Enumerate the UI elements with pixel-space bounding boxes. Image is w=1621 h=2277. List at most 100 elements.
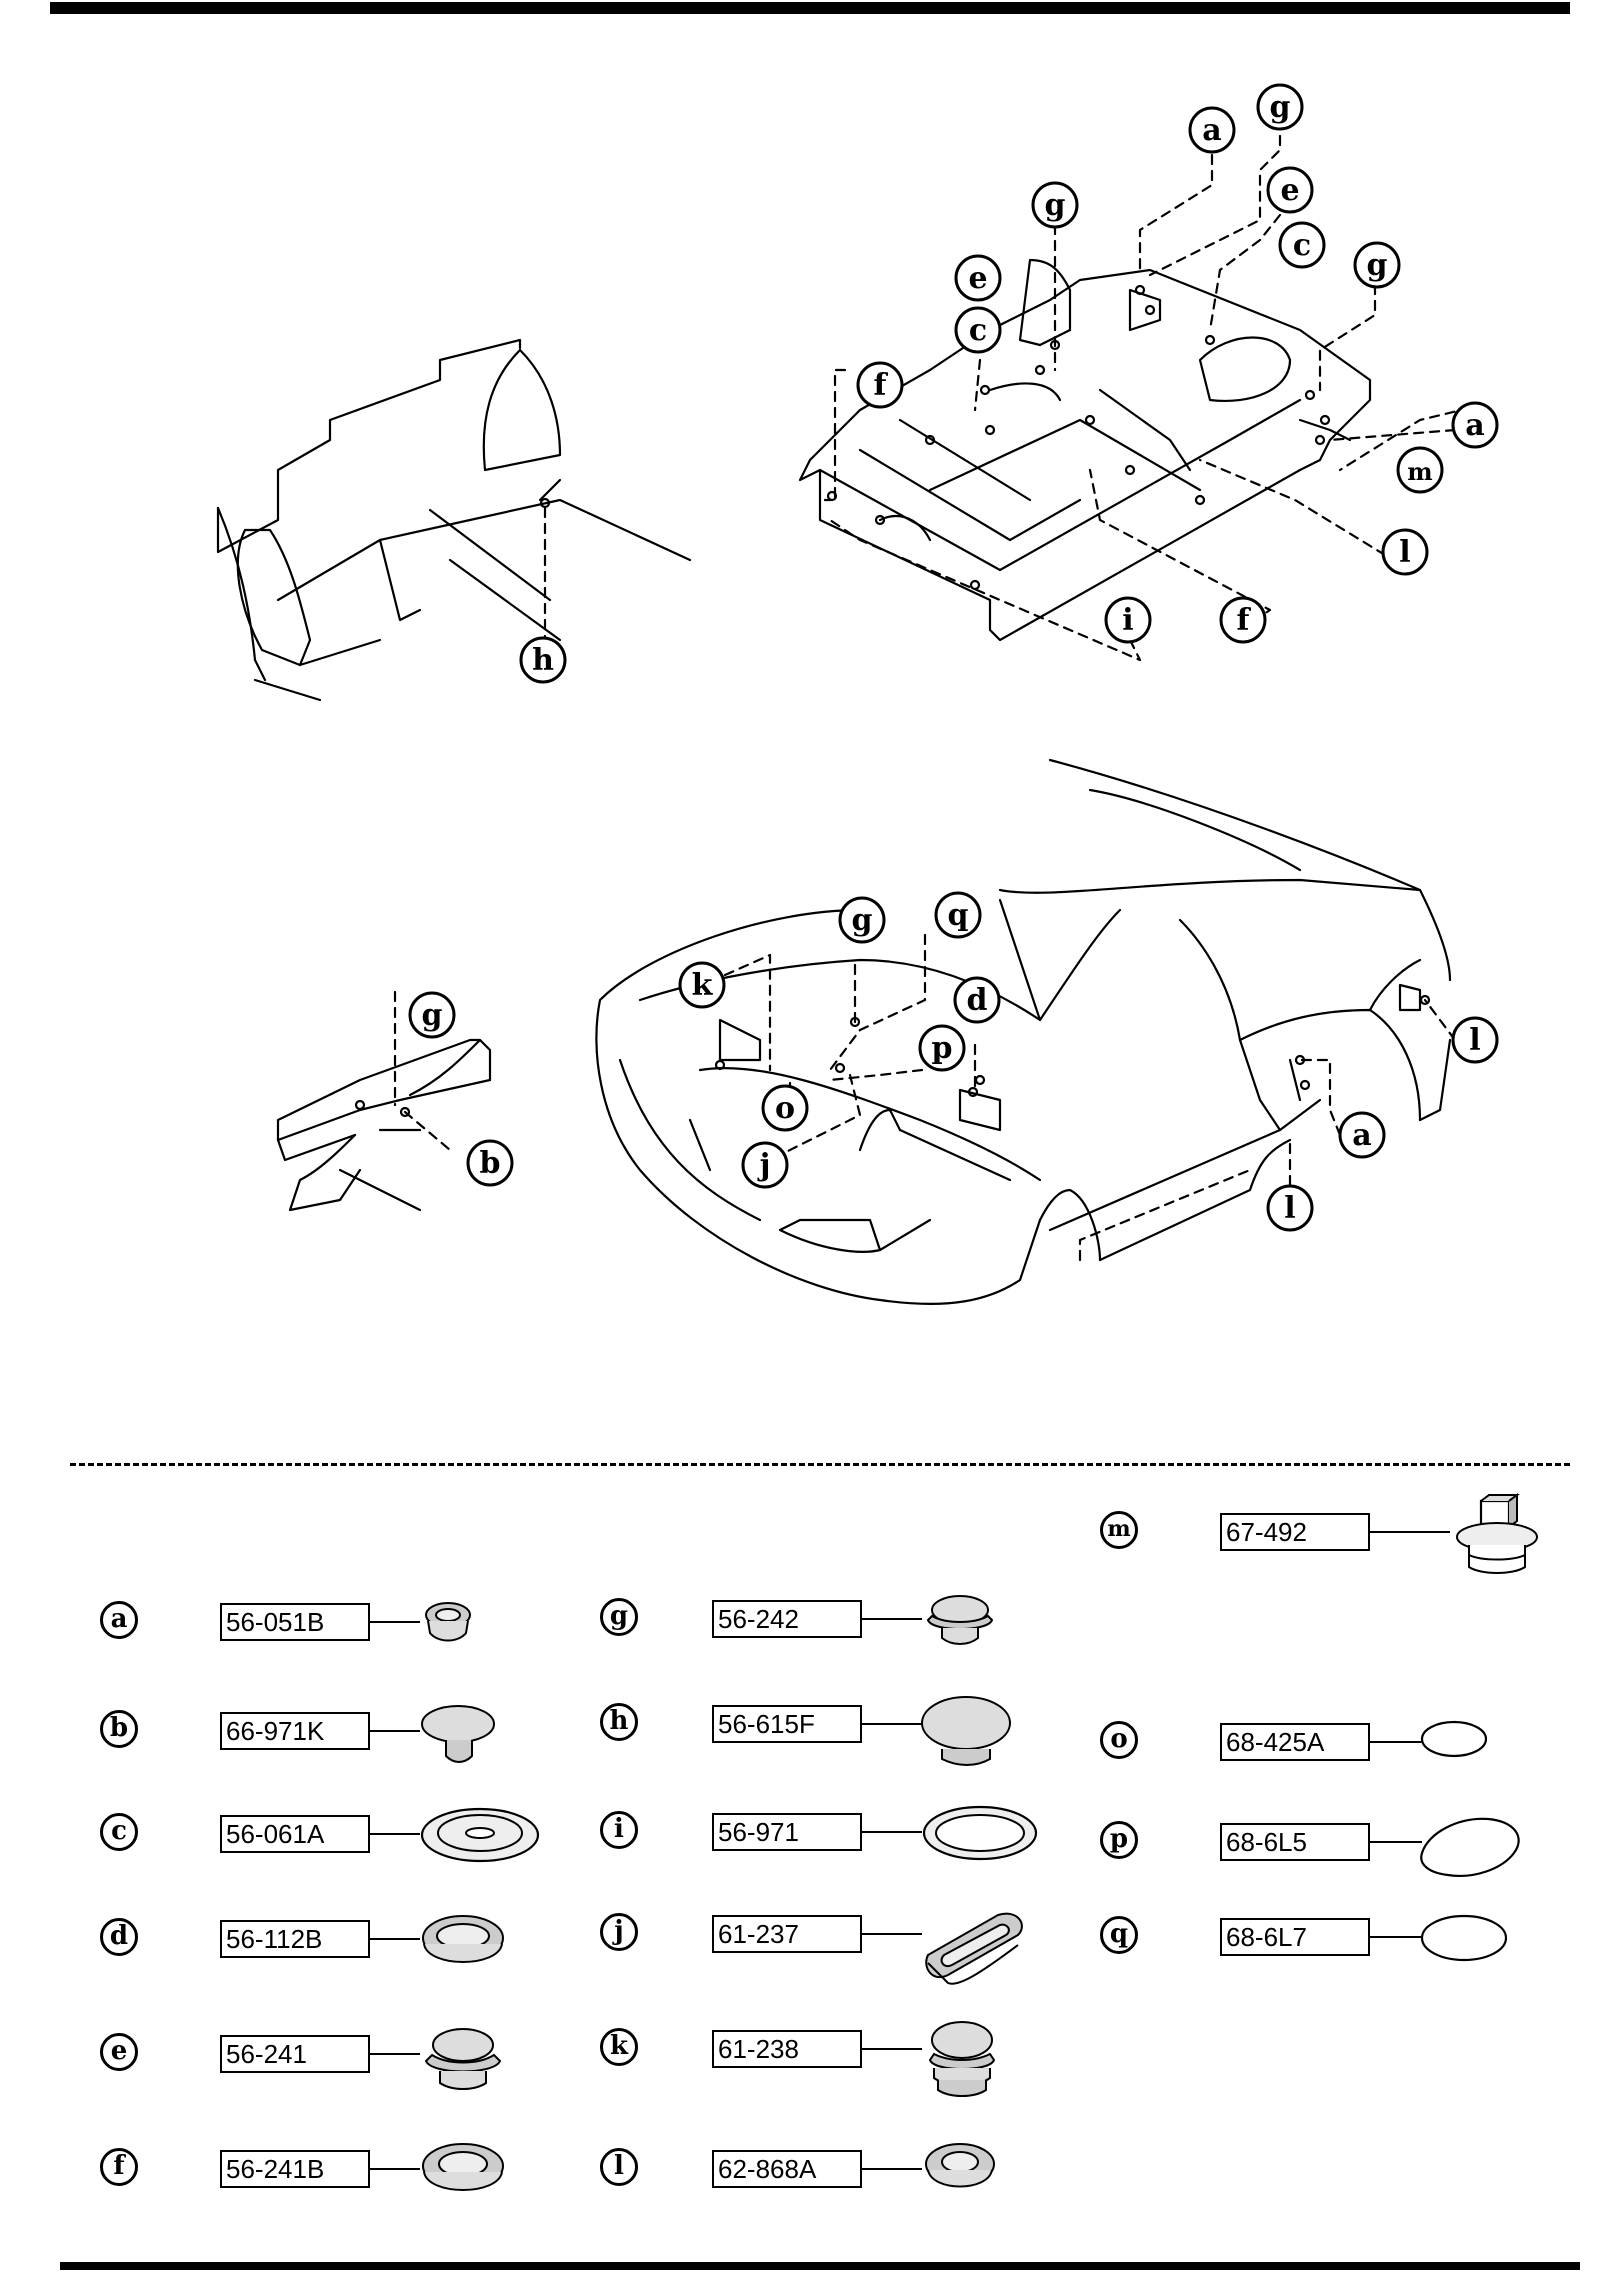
- callout-g-3: g: [1353, 241, 1401, 289]
- square-head-plug-icon: [1456, 1493, 1538, 1574]
- callouts: h a g e g c g e c f a m l i f g b k g q …: [408, 83, 1499, 1232]
- leader-line: [1370, 1741, 1422, 1743]
- leader-line: [862, 2048, 922, 2050]
- callout-a-label: a: [1465, 408, 1484, 443]
- part-number: 56-241B: [220, 2150, 370, 2188]
- callout-g-label: g: [422, 998, 443, 1033]
- callout-i-label: i: [1122, 603, 1133, 638]
- legend-letter: p: [1100, 1821, 1138, 1859]
- callout-e-label: e: [968, 261, 987, 296]
- legend-item-p: p 68-6L5: [1100, 1813, 1540, 1877]
- ring-grommet-icon: [422, 2143, 504, 2191]
- callout-c-label: c: [969, 313, 987, 348]
- callout-g-label: g: [1270, 90, 1291, 125]
- legend-letter: h: [600, 1703, 638, 1741]
- callout-b-1: b: [466, 1139, 514, 1187]
- callout-f-2: f: [1219, 596, 1267, 644]
- callout-l-2: l: [1451, 1016, 1499, 1064]
- callout-a-1: a: [1188, 106, 1236, 154]
- part-number: 56-971: [712, 1813, 862, 1851]
- callout-p-label: p: [932, 1031, 953, 1066]
- callout-d-1: d: [953, 976, 1001, 1024]
- dome-plug-icon: [424, 2028, 502, 2090]
- callout-e-2: e: [954, 254, 1002, 302]
- callout-g-1: g: [1256, 83, 1304, 131]
- leader-line: [370, 1833, 420, 1835]
- legend-letter: i: [600, 1811, 638, 1849]
- part-number: 56-615F: [712, 1705, 862, 1743]
- part-number: 56-051B: [220, 1603, 370, 1641]
- legend-letter: b: [100, 1710, 138, 1748]
- callout-o-1: o: [761, 1084, 809, 1132]
- legend-letter: q: [1100, 1916, 1138, 1954]
- part-number: 56-112B: [220, 1920, 370, 1958]
- flat-washer-plug-icon: [420, 1807, 540, 1863]
- legend-letter: f: [100, 2148, 138, 2186]
- stacked-plug-icon: [928, 2021, 996, 2097]
- bottom-border-bar: [60, 2262, 1580, 2270]
- legend-item-b: b 66-971K: [100, 1702, 520, 1763]
- callout-e-label: e: [1280, 173, 1299, 208]
- leader-line: [1370, 1531, 1450, 1533]
- legend-item-d: d 56-112B: [100, 1910, 520, 1970]
- callout-f-label: f: [1237, 603, 1252, 638]
- callout-a-label: a: [1202, 113, 1221, 148]
- floor-pan-leaders: [823, 118, 1472, 662]
- callout-q-label: q: [948, 898, 969, 933]
- legend-letter: j: [600, 1913, 638, 1951]
- callout-e-1: e: [1266, 166, 1314, 214]
- callout-h: h: [519, 636, 567, 684]
- legend-item-a: a 56-051B: [100, 1593, 520, 1653]
- callout-k-label: k: [692, 968, 714, 1003]
- slotted-grommet-icon: [925, 1912, 1023, 1985]
- callout-c-label: c: [1293, 228, 1311, 263]
- car-body-leaders: [723, 933, 1457, 1262]
- part-number: 68-6L7: [1220, 1918, 1370, 1956]
- legend-item-o: o 68-425A: [1100, 1713, 1540, 1773]
- small-grommet-icon: [425, 1602, 471, 1642]
- callout-f-1: f: [856, 361, 904, 409]
- callout-m-label: m: [1407, 457, 1432, 486]
- leader-line: [1370, 1936, 1422, 1938]
- callout-i-1: i: [1104, 596, 1152, 644]
- callout-l-label: l: [1284, 1191, 1295, 1226]
- part-number: 56-242: [712, 1600, 862, 1638]
- leader-line: [370, 1621, 420, 1623]
- rear-wheelhouse-panel: [216, 338, 692, 702]
- legend-item-j: j 61-237: [600, 1905, 1023, 1985]
- part-number: 66-971K: [220, 1712, 370, 1750]
- leader-line: [862, 1618, 922, 1620]
- part-number: 61-238: [712, 2030, 862, 2068]
- callout-g-label: g: [1367, 248, 1388, 283]
- callout-g-5: g: [838, 896, 886, 944]
- leader-line: [862, 1723, 922, 1725]
- legend-letter: e: [100, 2033, 138, 2071]
- part-number: 56-241: [220, 2035, 370, 2073]
- large-oval-seal-icon: [1420, 1817, 1520, 1877]
- part-number: 61-237: [712, 1915, 862, 1953]
- callout-m-1: m: [1396, 446, 1444, 494]
- callout-l-3: l: [1266, 1184, 1314, 1232]
- floor-pan: [798, 258, 1372, 642]
- callout-c-2: c: [954, 306, 1002, 354]
- callout-j-label: j: [757, 1148, 771, 1183]
- callout-o-label: o: [775, 1091, 795, 1126]
- legend-item-l: l 62-868A: [600, 2140, 1020, 2200]
- part-number: 62-868A: [712, 2150, 862, 2188]
- legend-letter: o: [1100, 1721, 1138, 1759]
- oval-grommet-icon: [422, 1915, 504, 1963]
- legend-item-g: g 56-242: [600, 1590, 1020, 1650]
- mushroom-plug-icon: [421, 1705, 495, 1763]
- part-number: 56-061A: [220, 1815, 370, 1853]
- legend-letter: d: [100, 1918, 138, 1956]
- callout-g-label: g: [1045, 188, 1066, 223]
- callout-h-label: h: [532, 643, 554, 678]
- car-body: [595, 758, 1452, 1305]
- assembly-illustration: h a g e g c g e c f a m l i f g b k g q …: [216, 83, 1499, 1305]
- callout-g-4: g: [408, 991, 456, 1039]
- legend-item-m: m 67-492: [1100, 1493, 1540, 1574]
- callout-q-1: q: [934, 891, 982, 939]
- legend-letter: k: [600, 2028, 638, 2066]
- callout-l-1: l: [1381, 528, 1429, 576]
